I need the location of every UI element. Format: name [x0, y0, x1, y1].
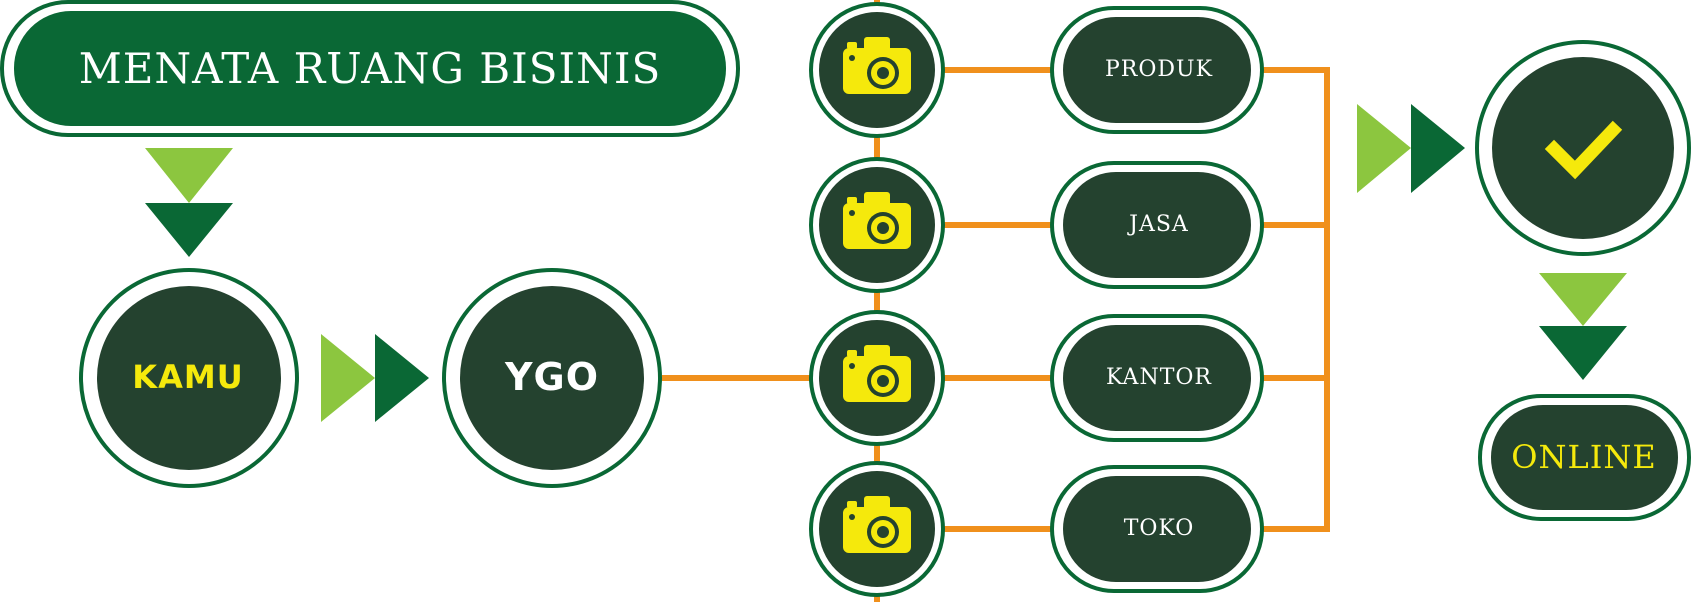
page-title: MENATA RUANG BISINIS [78, 43, 662, 93]
camera-node-produk [809, 2, 945, 138]
category-pill-produk [1050, 6, 1264, 134]
arrow-title-to-kamu [145, 148, 233, 257]
camera-icon [843, 496, 911, 553]
result-node [1475, 40, 1691, 256]
category-label-produk: PRODUK [1104, 56, 1214, 82]
category-label-jasa: JASA [1129, 211, 1189, 237]
online-label: ONLINE [1511, 438, 1657, 476]
triangle-arrow-icon [1411, 104, 1465, 193]
camera-icon [843, 192, 911, 249]
arrow-kamu-to-ygo [321, 334, 429, 422]
kamu-node [79, 268, 299, 488]
camera-node-toko [809, 461, 945, 597]
ygo-node [442, 268, 662, 488]
camera-node-kantor [809, 310, 945, 446]
camera-node-jasa [809, 157, 945, 293]
ygo-label: YGO [504, 355, 599, 399]
category-pill-toko [1050, 465, 1264, 593]
triangle-arrow-icon [375, 334, 429, 422]
kamu-label: KAMU [132, 358, 244, 396]
category-label-toko: TOKO [1123, 515, 1195, 541]
checkmark-icon [1544, 120, 1623, 180]
triangle-arrow-icon [145, 148, 233, 203]
arrow-result-to-online [1539, 273, 1627, 380]
category-pill-jasa [1050, 161, 1264, 289]
category-label-kantor: KANTOR [1106, 364, 1212, 390]
arrow-merge-to-result [1357, 104, 1465, 193]
triangle-arrow-icon [321, 334, 375, 422]
camera-nodes [809, 2, 945, 597]
triangle-arrow-icon [1539, 273, 1627, 326]
camera-icon [843, 345, 911, 402]
category-pill-kantor [1050, 314, 1264, 442]
title-banner [0, 0, 740, 137]
camera-icon [843, 37, 911, 94]
category-pills [1050, 6, 1264, 593]
triangle-arrow-icon [1539, 326, 1627, 380]
triangle-arrow-icon [145, 203, 233, 257]
online-node [1478, 394, 1691, 521]
triangle-arrow-icon [1357, 104, 1411, 193]
